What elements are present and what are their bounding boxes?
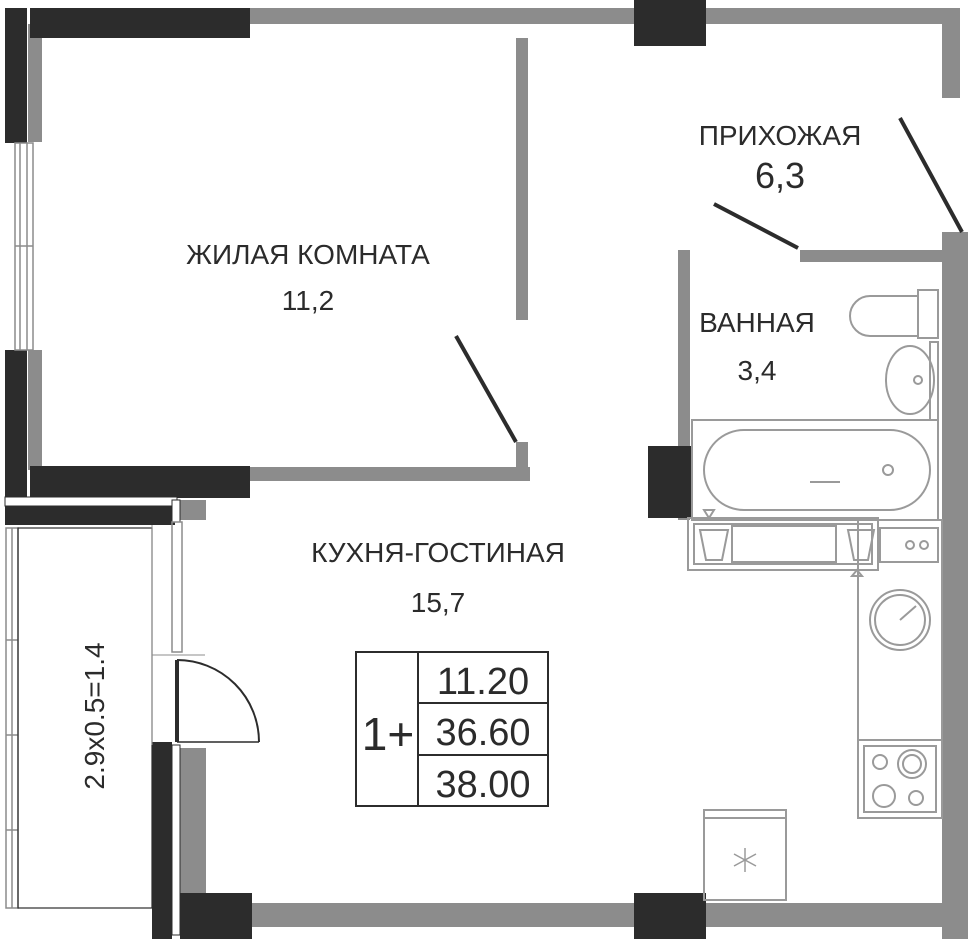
stove-icon xyxy=(857,739,943,819)
summary-living-area: 11.20 xyxy=(437,661,529,703)
room-name-living: ЖИЛАЯ КОМНАТА xyxy=(186,239,430,270)
room-area-living: 11,2 xyxy=(282,285,334,316)
counter xyxy=(687,509,879,577)
balcony-label: 2.9x0.5=1.4 xyxy=(79,642,110,789)
toilet-icon xyxy=(849,289,939,339)
summary-total-area: 36.60 xyxy=(435,712,530,754)
wall-hatch xyxy=(4,496,181,936)
area-summary: 1+ 11.20 36.60 38.00 xyxy=(355,651,549,807)
fridge-snowflake-icon xyxy=(703,809,787,901)
summary-rooms: 1+ xyxy=(362,708,414,760)
summary-area-with-balcony: 38.00 xyxy=(435,764,530,806)
room-area-hall: 6,3 xyxy=(755,155,805,196)
room-name-kitchen: КУХНЯ-ГОСТИНАЯ xyxy=(311,537,565,568)
room-name-hall: ПРИХОЖАЯ xyxy=(699,120,862,151)
doors xyxy=(175,117,964,743)
windows xyxy=(5,142,205,909)
bathtub-icon xyxy=(691,419,939,521)
room-name-bath: ВАННАЯ xyxy=(699,307,815,338)
kitchen-sink-icon xyxy=(857,519,943,741)
room-area-kitchen: 15,7 xyxy=(411,587,466,618)
columns xyxy=(5,0,706,939)
sink-icon xyxy=(885,341,939,421)
walls xyxy=(28,8,968,939)
room-area-bath: 3,4 xyxy=(738,355,777,386)
